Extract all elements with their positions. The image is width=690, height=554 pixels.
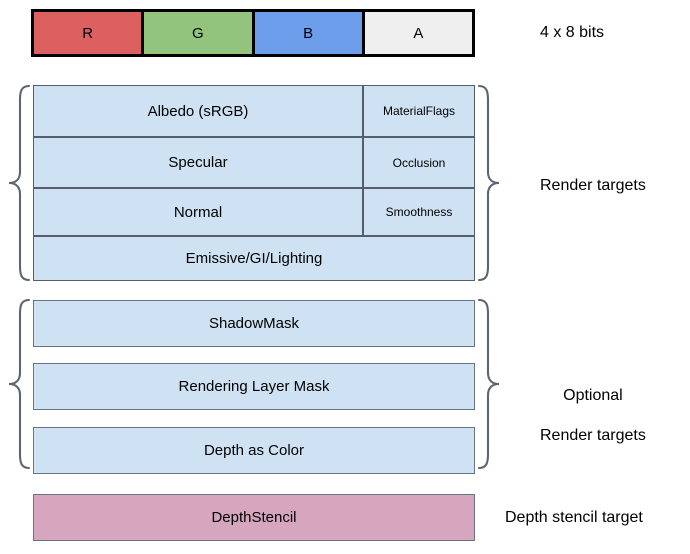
channel-cell-b: B [254, 12, 365, 54]
render-target-main-label-2: Normal [173, 203, 223, 221]
optional-render-targets-side-label-line2: Render targets [540, 427, 646, 444]
render-target-main-2: Normal [33, 188, 363, 236]
render-targets-left-brace [3, 84, 31, 282]
render-target-main-label-1: Specular [168, 154, 228, 171]
channel-cell-r: R [34, 12, 145, 54]
render-target-main-label-3: Emissive/GI/Lighting [185, 250, 323, 267]
optional-render-targets-side-label: Optional Render targets [540, 366, 646, 466]
channel-label-a: A [413, 24, 424, 42]
optional-render-targets-side-label-line1: Optional [563, 387, 623, 404]
render-target-main-1: Specular [33, 137, 363, 188]
render-target-alpha-label-0: MaterialFlags [382, 104, 456, 118]
channel-label-g: G [192, 24, 204, 42]
render-target-main-0: Albedo (sRGB) [33, 85, 363, 137]
render-target-alpha-2: Smoothness [363, 188, 475, 236]
optional-render-target-0: ShadowMask [33, 300, 475, 347]
optional-render-target-label-1: Rendering Layer Mask [178, 378, 330, 395]
optional-render-target-label-0: ShadowMask [208, 315, 300, 332]
render-target-alpha-label-2: Smoothness [385, 205, 453, 219]
render-target-alpha-label-1: Occlusion [392, 155, 446, 170]
optional-render-target-label-2: Depth as Color [203, 442, 305, 459]
depth-stencil-side-label: Depth stencil target [505, 509, 643, 526]
optional-render-target-2: Depth as Color [33, 427, 475, 474]
channel-cell-a: A [364, 12, 472, 54]
render-target-alpha-1: Occlusion [363, 137, 475, 188]
depth-stencil-target: DepthStencil [33, 494, 475, 541]
optional-render-targets-left-brace [3, 298, 31, 470]
optional-render-targets-right-brace [477, 298, 505, 470]
channel-cell-g: G [144, 12, 255, 54]
channel-label-r: R [82, 24, 94, 42]
render-target-alpha-0: MaterialFlags [363, 85, 475, 137]
rgba-bit-bar: R G B A [31, 9, 475, 57]
depth-stencil-target-label: DepthStencil [211, 509, 297, 526]
channel-label-b: B [303, 24, 314, 42]
render-target-main-3: Emissive/GI/Lighting [33, 236, 475, 281]
optional-render-target-1: Rendering Layer Mask [33, 363, 475, 410]
bit-bar-side-label: 4 x 8 bits [540, 24, 605, 41]
render-target-main-label-0: Albedo (sRGB) [147, 102, 249, 120]
render-targets-right-brace [477, 84, 505, 282]
render-targets-side-label: Render targets [540, 177, 646, 194]
